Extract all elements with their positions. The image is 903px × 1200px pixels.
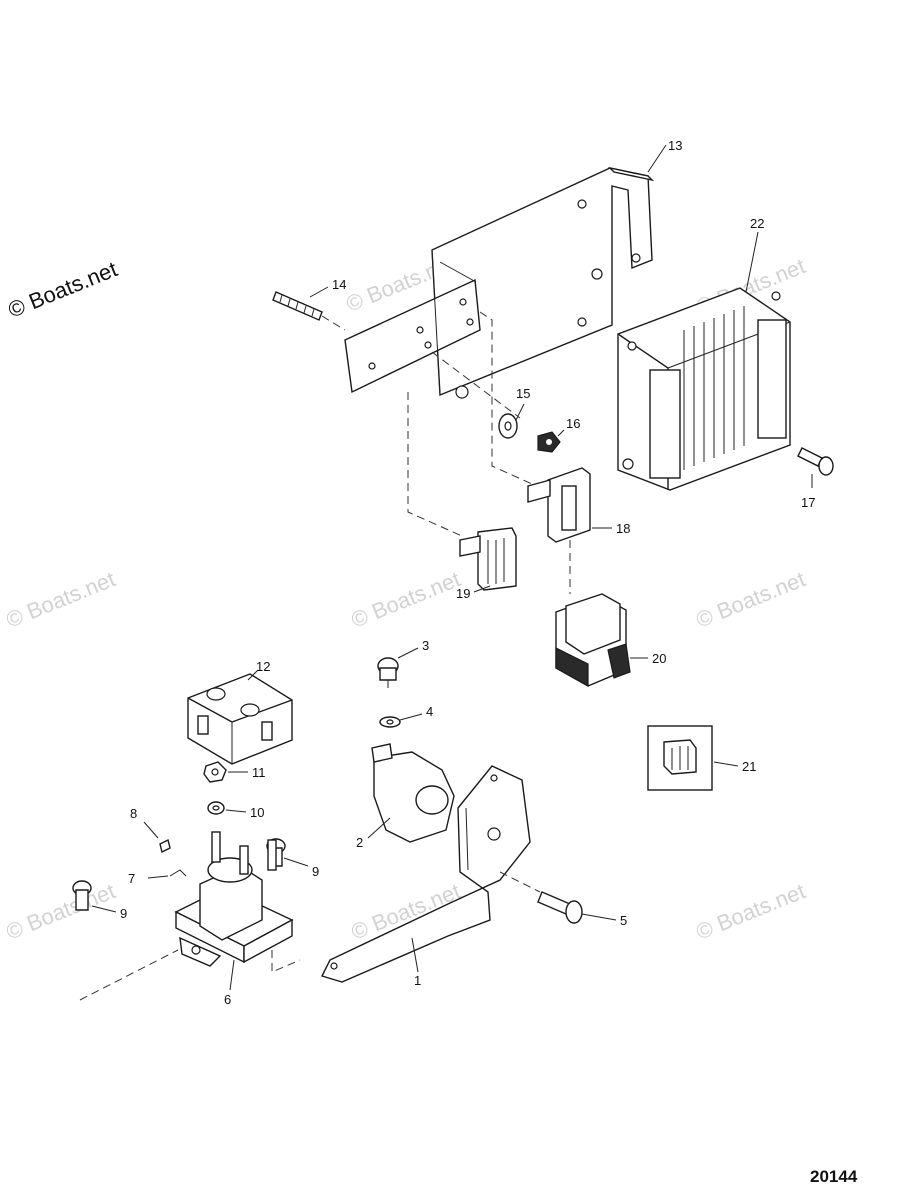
leader-16	[557, 429, 565, 437]
leader-5	[581, 913, 617, 921]
callout-9a: 9	[312, 864, 319, 879]
bolt-3	[377, 657, 399, 688]
connector-19	[459, 527, 517, 591]
dash-line	[407, 392, 463, 537]
callout-18: 18	[616, 521, 630, 536]
dash-line	[271, 950, 301, 973]
callout-20: 20	[652, 651, 666, 666]
leader-4	[399, 713, 423, 721]
callout-1: 1	[414, 973, 421, 988]
screw-9b	[72, 880, 92, 911]
nut-11	[203, 761, 227, 783]
watermark: © Boats.net	[3, 566, 119, 632]
leader-22	[745, 231, 759, 293]
callout-13: 13	[668, 138, 682, 153]
leader-15	[515, 403, 525, 421]
dash-line	[431, 351, 521, 419]
watermark: © Boats.net	[3, 878, 119, 944]
dash-line	[79, 949, 179, 1001]
screw-17	[797, 447, 834, 476]
stud-14	[272, 291, 323, 321]
nut-16	[537, 431, 561, 453]
leader-3	[397, 647, 419, 659]
callout-6: 6	[224, 992, 231, 1007]
dash-line	[321, 315, 346, 331]
callout-14: 14	[332, 277, 346, 292]
callout-17: 17	[801, 495, 815, 510]
screw-8	[159, 838, 171, 854]
leader-10	[225, 809, 247, 813]
heat-fins	[683, 306, 745, 470]
callout-11: 11	[252, 765, 266, 780]
dash-line	[499, 871, 541, 893]
leader-9b	[91, 905, 117, 913]
watermark: © Boats.net	[693, 878, 809, 944]
leader-12	[247, 669, 259, 681]
callout-16: 16	[566, 416, 580, 431]
washer-4	[379, 716, 401, 728]
figure-number: 20144	[810, 1167, 858, 1186]
leader-21	[713, 761, 739, 767]
washer-10	[207, 801, 225, 815]
leader-7	[147, 875, 169, 879]
callout-15: 15	[516, 386, 530, 401]
leader-14	[309, 286, 329, 298]
bracket-1	[321, 765, 531, 983]
callout-3: 3	[422, 638, 429, 653]
leader-9a	[283, 857, 309, 867]
relay-20	[555, 593, 631, 688]
cover-12	[187, 673, 293, 765]
leader-2	[367, 817, 391, 839]
callout-21: 21	[742, 759, 756, 774]
callout-10: 10	[250, 805, 264, 820]
leader-6	[229, 959, 235, 991]
callout-5: 5	[620, 913, 627, 928]
watermark-primary: © Boats.net	[5, 256, 121, 322]
connector-18	[527, 467, 591, 543]
callout-9b: 9	[120, 906, 127, 921]
callout-7: 7	[128, 871, 135, 886]
breaker-2	[371, 743, 455, 843]
module-22	[617, 287, 791, 491]
fuse-21	[647, 725, 713, 791]
screw-5	[537, 891, 583, 924]
callout-22: 22	[750, 216, 764, 231]
leader-8	[143, 821, 159, 839]
solenoid-6	[174, 831, 294, 967]
leader-13	[647, 144, 667, 173]
watermark: © Boats.net	[348, 566, 464, 632]
callout-8: 8	[130, 806, 137, 821]
callout-4: 4	[426, 704, 433, 719]
leader-19	[473, 585, 491, 593]
watermark: © Boats.net	[693, 566, 809, 632]
callout-2: 2	[356, 835, 363, 850]
dash-line	[479, 311, 533, 485]
bracket-13	[344, 166, 655, 399]
callout-19: 19	[456, 586, 470, 601]
washer-15	[498, 413, 518, 439]
callout-12: 12	[256, 659, 270, 674]
leader-1	[411, 937, 419, 973]
clip-7	[169, 869, 187, 877]
